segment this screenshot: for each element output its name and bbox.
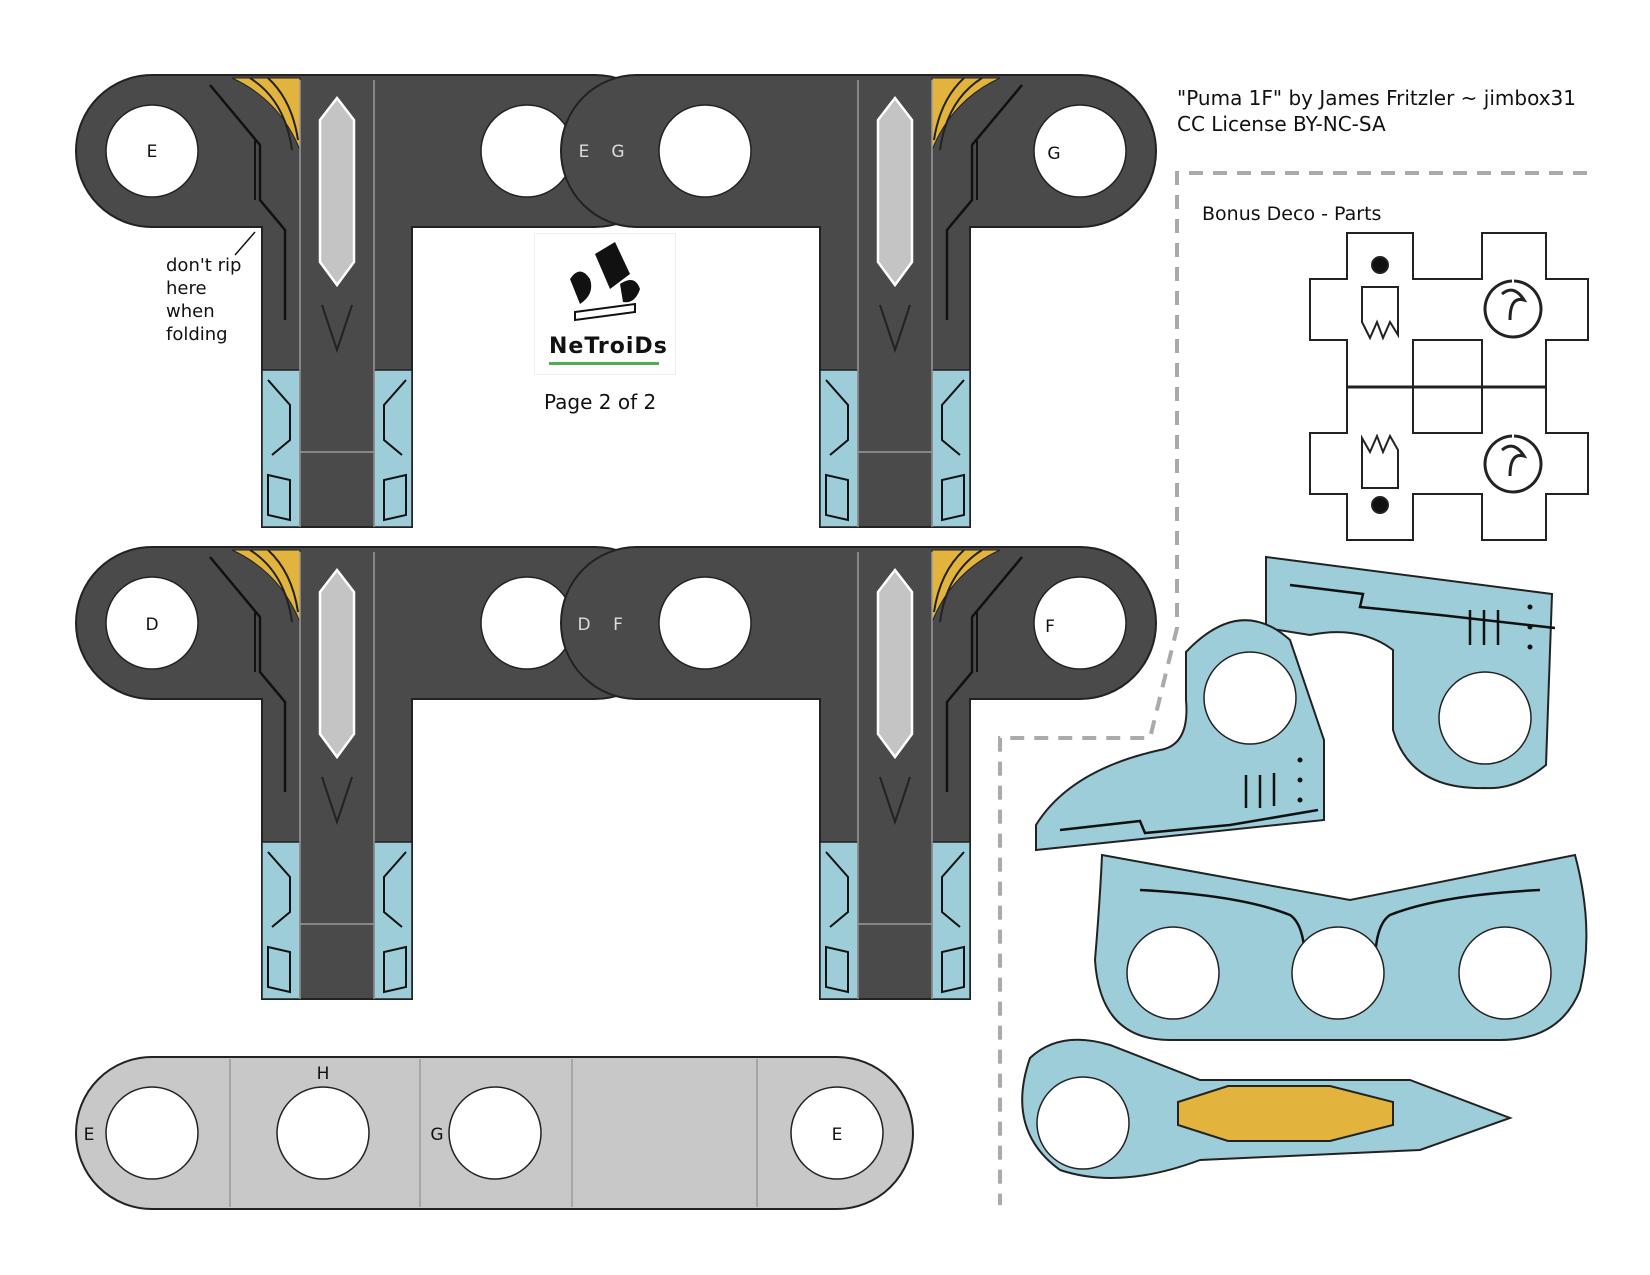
t-piece-f	[559, 545, 1158, 1001]
bonus-cross-upper	[1309, 232, 1589, 388]
band-label: E	[832, 1125, 843, 1145]
tab-label: E	[579, 142, 590, 162]
bonus-brow	[1093, 853, 1588, 1041]
credit-title: "Puma 1F" by James Fritzler ~ jimbox31	[1177, 86, 1576, 110]
fold-note-line: here	[166, 278, 207, 299]
hole-label: D	[145, 615, 158, 635]
logo-underline	[549, 362, 659, 365]
fold-note-line: don't rip	[166, 255, 242, 276]
page-label: Page 2 of 2	[544, 390, 657, 414]
fold-note-line: when	[166, 301, 215, 322]
netroids-logo: NeTroiDs	[534, 233, 676, 375]
bonus-ear-right	[1265, 555, 1556, 790]
hole-label: G	[1047, 144, 1060, 164]
tab-label: D	[577, 615, 590, 635]
bonus-title: Bonus Deco - Parts	[1202, 203, 1382, 225]
logo-emblem-icon	[570, 242, 640, 322]
band-label: H	[317, 1064, 330, 1084]
band-label: G	[430, 1125, 443, 1145]
tab-label: G	[611, 142, 624, 162]
fold-note-pointer	[234, 231, 256, 256]
bonus-ear-left	[1035, 619, 1325, 852]
band-piece	[75, 1056, 914, 1210]
logo-text: NeTroiDs	[549, 334, 668, 359]
hole-label: E	[147, 142, 158, 162]
bonus-blade	[1021, 1038, 1513, 1179]
tab-label: F	[613, 615, 623, 635]
dashed-divider	[998, 171, 1587, 1205]
fold-note: don't rip here when folding	[166, 254, 241, 346]
bonus-cross-lower	[1309, 386, 1589, 541]
fold-note-line: folding	[166, 324, 228, 345]
band-label: E	[84, 1125, 95, 1145]
hole-label: F	[1045, 617, 1055, 637]
credit-license: CC License BY-NC-SA	[1177, 112, 1386, 136]
